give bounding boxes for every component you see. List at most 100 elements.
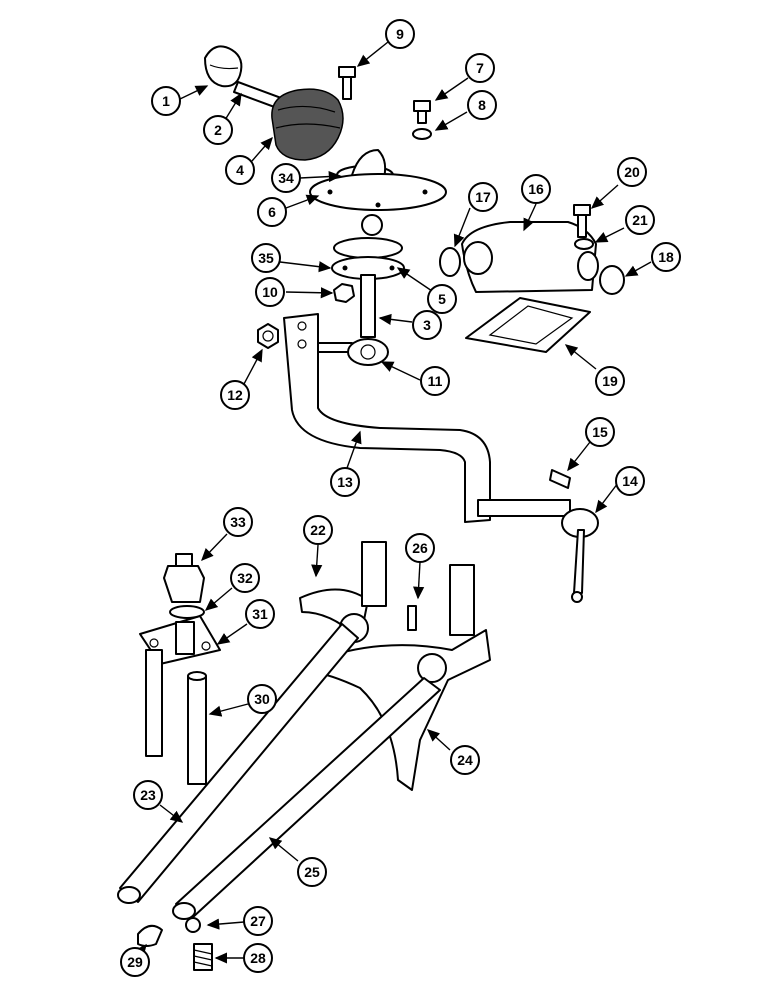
- svg-text:32: 32: [237, 570, 253, 586]
- callout-8: 8: [467, 90, 497, 120]
- seal-17: [439, 247, 461, 277]
- retainer-plate: [331, 237, 405, 280]
- svg-text:13: 13: [337, 474, 353, 490]
- svg-text:30: 30: [254, 691, 270, 707]
- callout-23: 23: [133, 780, 163, 810]
- svg-text:7: 7: [476, 60, 484, 76]
- switch-body: [175, 621, 195, 655]
- mounting-plate: [309, 173, 447, 211]
- callout-3: 3: [412, 310, 442, 340]
- callout-32: 32: [230, 563, 260, 593]
- pin-26: [407, 605, 417, 631]
- ball-27: [185, 917, 201, 933]
- nut-10: [333, 283, 355, 303]
- callout-25: 25: [297, 857, 327, 887]
- callout-11: 11: [420, 366, 450, 396]
- nut-12: [257, 323, 279, 349]
- washer-8: [412, 128, 432, 140]
- shift-lever-14: [561, 508, 599, 603]
- svg-text:10: 10: [262, 284, 278, 300]
- svg-text:5: 5: [438, 291, 446, 307]
- gear-lever-knob: [204, 45, 243, 88]
- lever-shaft: [360, 274, 376, 338]
- callout-7: 7: [465, 53, 495, 83]
- callout-30: 30: [247, 684, 277, 714]
- gasket-19: [465, 297, 591, 353]
- callout-22: 22: [303, 515, 333, 545]
- svg-text:29: 29: [127, 954, 143, 970]
- callout-15: 15: [585, 417, 615, 447]
- callout-35: 35: [251, 243, 281, 273]
- svg-text:35: 35: [258, 250, 274, 266]
- bolt-9: [338, 66, 356, 100]
- callout-9: 9: [385, 19, 415, 49]
- switch-33: [163, 553, 205, 603]
- callout-19: 19: [595, 366, 625, 396]
- svg-text:11: 11: [428, 373, 443, 389]
- svg-text:4: 4: [236, 162, 244, 178]
- callout-14: 14: [615, 466, 645, 496]
- washer-21: [574, 238, 594, 250]
- svg-text:31: 31: [252, 606, 268, 622]
- callout-31: 31: [245, 599, 275, 629]
- cross-shaft-lever-13: [283, 313, 491, 523]
- callout-6: 6: [257, 197, 287, 227]
- callout-4: 4: [225, 155, 255, 185]
- callout-5: 5: [427, 284, 457, 314]
- callout-34: 34: [271, 163, 301, 193]
- svg-text:21: 21: [632, 212, 648, 228]
- callout-13: 13: [330, 467, 360, 497]
- svg-text:2: 2: [214, 122, 222, 138]
- callout-33: 33: [223, 507, 253, 537]
- svg-text:22: 22: [310, 522, 326, 538]
- svg-text:24: 24: [457, 752, 473, 768]
- plug-29: [137, 924, 163, 947]
- ball-joint: [361, 214, 383, 236]
- rod-end-11: [315, 338, 389, 366]
- selector-fork-22: [299, 541, 387, 643]
- svg-text:20: 20: [624, 164, 640, 180]
- svg-text:1: 1: [162, 93, 170, 109]
- svg-text:34: 34: [278, 170, 294, 186]
- callout-27: 27: [243, 906, 273, 936]
- leader-lines: [134, 41, 652, 964]
- bolt-7: [413, 100, 431, 124]
- svg-text:15: 15: [592, 424, 608, 440]
- svg-text:23: 23: [140, 787, 156, 803]
- svg-text:16: 16: [528, 181, 544, 197]
- svg-text:8: 8: [478, 97, 486, 113]
- callout-12: 12: [220, 380, 250, 410]
- callout-26: 26: [405, 533, 435, 563]
- svg-text:27: 27: [250, 913, 266, 929]
- callout-10: 10: [255, 277, 285, 307]
- pin-15: [549, 469, 571, 489]
- callout-16: 16: [521, 174, 551, 204]
- svg-text:25: 25: [304, 864, 320, 880]
- callout-2: 2: [203, 115, 233, 145]
- guide-tubes-30: [145, 649, 207, 785]
- cross-shaft: [477, 499, 571, 517]
- selector-rail-25: [172, 677, 441, 920]
- callout-21: 21: [625, 205, 655, 235]
- housing-cover-16: [461, 221, 599, 293]
- callout-18: 18: [651, 242, 681, 272]
- washer-32: [169, 605, 205, 619]
- svg-text:19: 19: [602, 373, 618, 389]
- svg-text:6: 6: [268, 204, 276, 220]
- callout-29: 29: [120, 947, 150, 977]
- svg-text:9: 9: [396, 26, 404, 42]
- svg-text:26: 26: [412, 540, 428, 556]
- plug-18: [599, 265, 625, 295]
- svg-text:3: 3: [423, 317, 431, 333]
- callout-17: 17: [468, 182, 498, 212]
- svg-text:14: 14: [622, 473, 638, 489]
- svg-text:12: 12: [227, 387, 243, 403]
- svg-text:18: 18: [658, 249, 674, 265]
- svg-text:33: 33: [230, 514, 246, 530]
- lever-boot: [271, 88, 344, 161]
- callout-24: 24: [450, 745, 480, 775]
- svg-text:17: 17: [475, 189, 491, 205]
- callout-20: 20: [617, 157, 647, 187]
- spring-28: [193, 943, 213, 971]
